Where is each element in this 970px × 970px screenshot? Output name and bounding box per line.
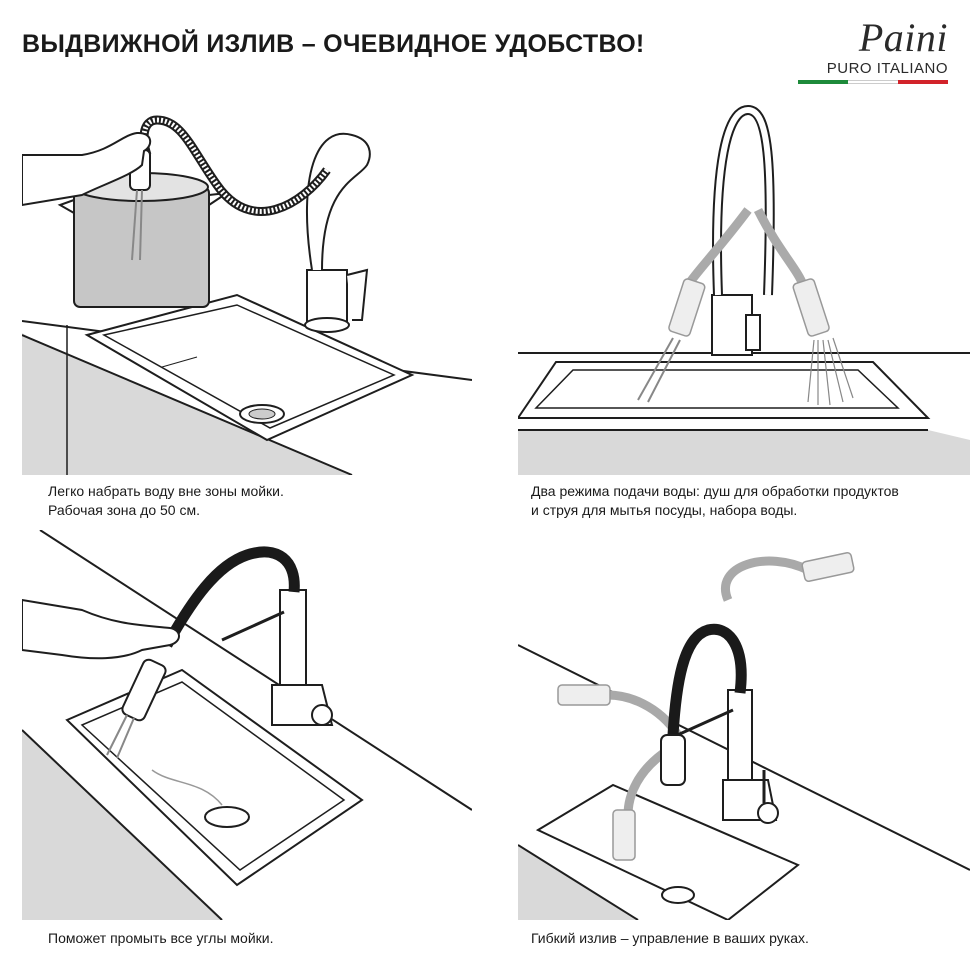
brand-name: Paini — [858, 15, 948, 60]
spray-head — [660, 734, 686, 786]
hand — [22, 598, 180, 660]
spray-head-shower — [792, 278, 830, 337]
spray-head-ghost — [801, 552, 855, 582]
flag-green — [798, 80, 848, 84]
shower-spray — [807, 337, 854, 406]
caption-line: и струя для мытья посуды, набора воды. — [531, 502, 798, 518]
spray-head-ghost — [612, 809, 636, 861]
brand-logo: Paini PURO ITALIANO — [798, 18, 948, 84]
water-splash — [151, 769, 223, 806]
italian-flag-stripe — [798, 80, 948, 84]
flag-red — [898, 80, 948, 84]
illustration-rinse-corners — [22, 530, 472, 920]
pot-filling-drawing — [22, 115, 472, 475]
pull-out-hose — [667, 623, 747, 736]
drain — [661, 886, 695, 904]
faucet-lever — [346, 268, 369, 321]
illustration-pot-filling — [22, 95, 472, 475]
caption-panel-3: Поможет промыть все углы мойки. — [48, 929, 273, 948]
spray-head-ghost — [557, 684, 611, 706]
faucet-body — [306, 269, 348, 326]
caption-line: Рабочая зона до 50 см. — [48, 502, 200, 518]
caption-line: Поможет промыть все углы мойки. — [48, 930, 274, 946]
illustration-two-modes — [518, 100, 970, 475]
rinse-corners-drawing — [22, 530, 472, 920]
brand-tagline: PURO ITALIANO — [826, 60, 948, 77]
caption-panel-1: Легко набрать воду вне зоны мойки. Рабоч… — [48, 482, 284, 520]
caption-panel-4: Гибкий излив – управление в ваших руках. — [531, 929, 809, 948]
illustration-flexible-spout — [518, 545, 970, 920]
caption-panel-2: Два режима подачи воды: душ для обработк… — [531, 482, 899, 520]
hand — [22, 131, 152, 207]
two-modes-drawing — [518, 104, 970, 475]
faucet-lever — [757, 802, 779, 824]
drain — [204, 806, 250, 828]
flexible-spout-drawing — [518, 552, 970, 920]
caption-line: Два режима подачи воды: душ для обработк… — [531, 483, 899, 499]
spray-head — [121, 658, 167, 722]
sink-rim — [518, 361, 931, 419]
caption-line: Гибкий излив – управление в ваших руках. — [531, 930, 809, 946]
sink-rim — [84, 293, 415, 442]
page-title: ВЫДВИЖНОЙ ИЗЛИВ – ОЧЕВИДНОЕ УДОБСТВО! — [22, 30, 645, 58]
spray-head-stream — [668, 278, 706, 337]
caption-line: Легко набрать воду вне зоны мойки. — [48, 483, 284, 499]
countertop-edge — [39, 530, 472, 811]
pull-out-hose — [162, 546, 300, 648]
faucet-lever — [745, 314, 761, 351]
faucet-lever — [311, 704, 333, 726]
flag-white — [848, 80, 898, 84]
